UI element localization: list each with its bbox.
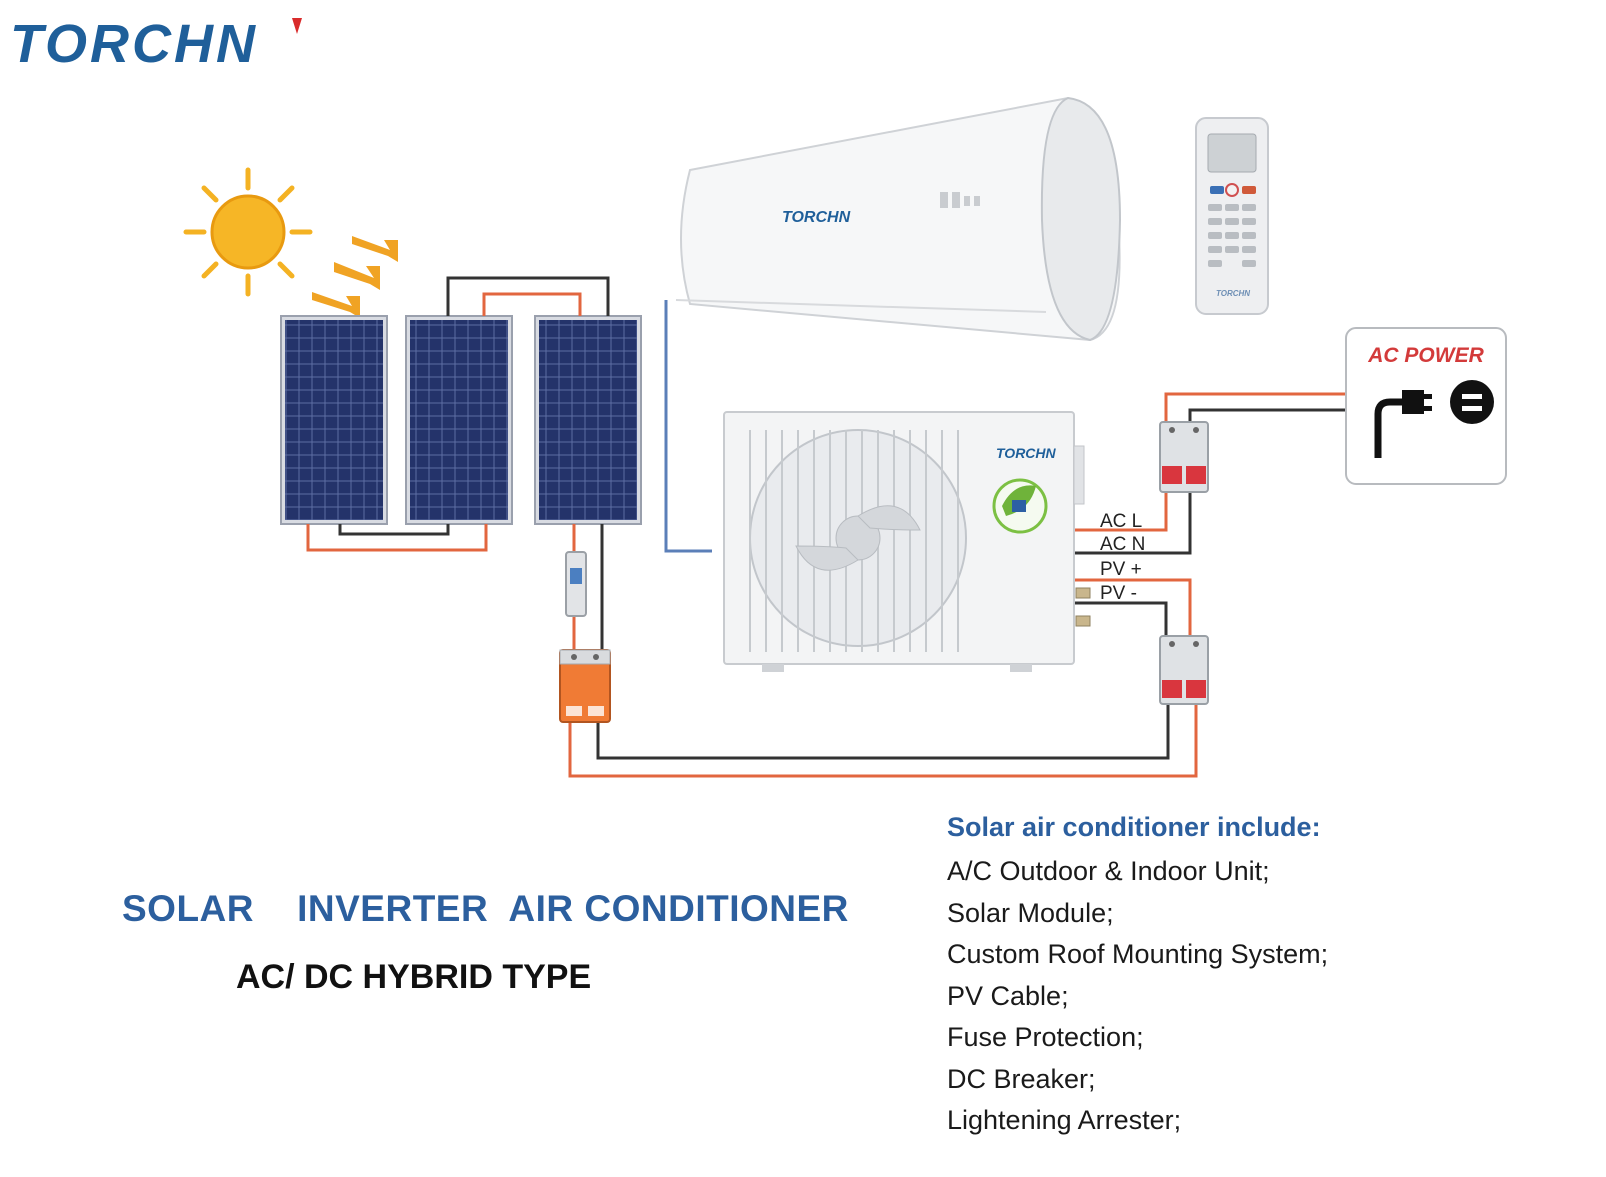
fan-icon (795, 505, 921, 571)
sunlight-arrows-icon (312, 236, 398, 318)
wire-label-pv-plus: PV + (1100, 559, 1142, 580)
indoor-outdoor-link (664, 300, 712, 553)
list-item: Fuse Protection; (947, 1022, 1144, 1052)
dc-wiring (568, 524, 1198, 778)
list-item: DC Breaker; (947, 1063, 1096, 1094)
svg-text:TORCHN: TORCHN (10, 14, 258, 72)
eco-leaf-icon (992, 478, 1048, 534)
terminal-connectors-icon (1075, 587, 1091, 627)
title-subtype: AC/ DC HYBRID TYPE (236, 958, 592, 996)
ac-power-label: AC POWER (1367, 344, 1484, 367)
outdoor-unit-brand: TORCHN (996, 445, 1057, 461)
dc-breaker-small (565, 551, 587, 617)
remote-brand: TORCHN (1216, 289, 1250, 298)
sun-icon (183, 167, 313, 297)
list-item: A/C Outdoor & Indoor Unit; (947, 856, 1270, 886)
ac-breaker (1159, 421, 1209, 493)
indoor-unit-brand: TORCHN (782, 209, 851, 226)
include-heading: Solar air conditioner include: (947, 812, 1321, 842)
dc-breaker (1159, 635, 1209, 705)
include-list: A/C Outdoor & Indoor Unit; Solar Module;… (947, 851, 1567, 1142)
ac-power-box: AC POWER (1345, 327, 1507, 485)
solar-panel-2 (405, 315, 513, 525)
indoor-display-icon (940, 192, 980, 208)
panel-wiring (306, 276, 610, 552)
ac-wiring (1068, 392, 1346, 555)
wire-label-ac-l: AC L (1100, 511, 1142, 532)
solar-ac-wiring-diagram: TORCHN TORCHN (183, 96, 1507, 778)
remote-power-icon (1225, 183, 1239, 197)
solar-panel-3 (534, 315, 642, 525)
list-item: PV Cable; (947, 980, 1069, 1011)
surge-arrester (559, 649, 611, 723)
wire-label-ac-n: AC N (1100, 534, 1145, 555)
list-item: Custom Roof Mounting System; (947, 939, 1329, 969)
include-section: Solar air conditioner include: A/C Outdo… (947, 812, 1567, 1142)
power-plug-icon (1374, 380, 1494, 458)
wire-label-pv-minus: PV - (1100, 583, 1137, 604)
list-item: Lightening Arrester; (947, 1105, 1182, 1135)
title-main: SOLAR INVERTER AIR CONDITIONER (122, 888, 849, 929)
outdoor-unit: TORCHN (723, 411, 1091, 672)
remote-control: TORCHN (1195, 117, 1269, 315)
torchn-logo: TORCHN (10, 14, 302, 72)
solar-panel-1 (280, 315, 388, 525)
list-item: Solar Module; (947, 897, 1114, 928)
indoor-unit: TORCHN (675, 96, 1122, 342)
